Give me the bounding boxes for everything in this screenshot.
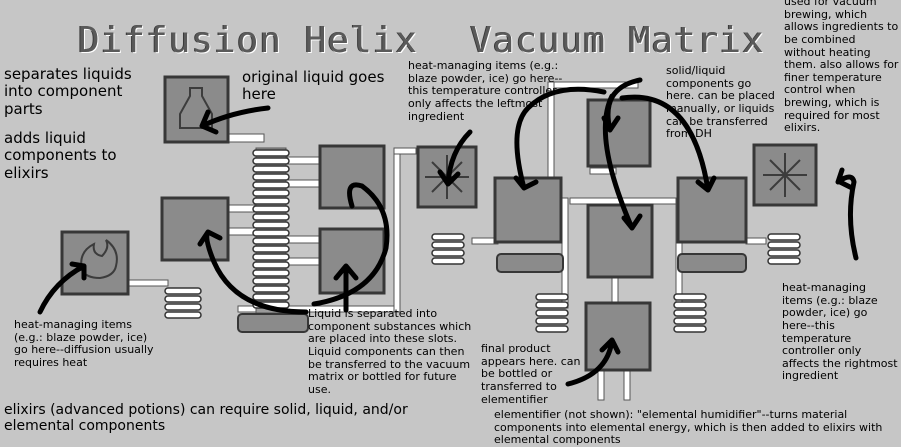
coil-ring	[535, 317, 569, 325]
diffusion-helix-pipes	[127, 133, 417, 313]
coil-ring	[535, 325, 569, 333]
coil-ring	[767, 257, 801, 265]
vm-left-bar	[496, 253, 564, 273]
coil-ring	[252, 149, 290, 157]
diffusion-helix-title: Diffusion Helix	[78, 20, 419, 61]
dh-catalyst-slot[interactable]	[160, 196, 230, 262]
annotation-arrows	[37, 77, 859, 387]
snowflake-icon	[763, 153, 807, 197]
coil-ring	[673, 317, 707, 325]
coil-ring	[252, 269, 290, 277]
coil-ring	[252, 245, 290, 253]
vm-description-note: used for vacuum brewing, which allows in…	[784, 0, 899, 135]
coil-ring	[252, 293, 290, 301]
elementifier-note: elementifier (not shown): "elemental hum…	[494, 408, 883, 447]
coil-ring	[252, 197, 290, 205]
coil-ring	[252, 261, 290, 269]
coil-ring	[252, 173, 290, 181]
arrow-vm-final	[565, 337, 621, 387]
flame-icon	[80, 239, 118, 280]
arrow-dh-heat	[37, 261, 87, 315]
coil-ring	[252, 189, 290, 197]
dh-small-coil-rings	[164, 287, 202, 319]
helix-coil-rings	[252, 149, 290, 309]
coil-ring	[164, 303, 202, 311]
coil-ring	[673, 293, 707, 301]
coil-ring	[673, 301, 707, 309]
helix-coil	[252, 147, 290, 314]
coil-ring	[252, 221, 290, 229]
coil-ring	[252, 237, 290, 245]
coil-ring	[673, 309, 707, 317]
dh-heat-note: heat-managing items (e.g.: blaze powder,…	[14, 318, 154, 369]
vm-right-bar	[677, 253, 747, 273]
dh-small-coil	[164, 287, 202, 319]
dh-description-2: adds liquid components to elixirs	[4, 129, 117, 182]
coil-ring	[252, 277, 290, 285]
coil-ring	[164, 295, 202, 303]
vacuum-matrix-title: Vacuum Matrix	[470, 20, 765, 61]
arrow-original-liquid	[199, 105, 271, 135]
coil-ring	[252, 253, 290, 261]
coil-ring	[535, 293, 569, 301]
coil-ring	[431, 233, 465, 241]
coil-ring	[767, 241, 801, 249]
dh-description-1: separates liquids into component parts	[4, 65, 132, 118]
vm-coils	[431, 233, 801, 333]
arrow-dh-separated	[197, 182, 390, 315]
vm-heat-left-note: heat-managing items (e.g.: blaze powder,…	[408, 59, 563, 123]
coil-ring	[431, 257, 465, 265]
coil-ring	[252, 181, 290, 189]
coil-ring	[252, 229, 290, 237]
vm-top-slot[interactable]	[586, 98, 652, 168]
arrow-vm-heat-right	[835, 167, 859, 261]
coil-ring	[767, 233, 801, 241]
arrow-vm-solid-liquid	[513, 77, 717, 231]
dh-input-slot[interactable]	[163, 75, 230, 144]
coil-ring	[431, 241, 465, 249]
coil-ring	[252, 285, 290, 293]
vm-heat-right-slot[interactable]	[752, 143, 818, 207]
arrow-vm-heat-left	[437, 129, 473, 187]
coil-ring	[252, 157, 290, 165]
coil-ring	[431, 249, 465, 257]
vm-solid-liquid-note: solid/liquid components go here. can be …	[666, 64, 775, 141]
dh-separated-note: Liquid is separated into component subst…	[308, 307, 472, 396]
coil-ring	[164, 287, 202, 295]
coil-ring	[164, 311, 202, 319]
dh-output-slot-2[interactable]	[318, 227, 386, 295]
coil-ring	[252, 213, 290, 221]
vm-final-product-note: final product appears here. can be bottl…	[481, 342, 581, 406]
coil-ring	[252, 205, 290, 213]
coil-ring	[535, 309, 569, 317]
elixirs-note: elixirs (advanced potions) can require s…	[4, 402, 408, 435]
vm-output-slot[interactable]	[584, 301, 652, 372]
vm-heat-right-note: heat-managing items (e.g.: blaze powder,…	[782, 281, 898, 383]
dh-progress-bar	[237, 313, 309, 333]
coil-ring	[535, 301, 569, 309]
coil-ring	[767, 249, 801, 257]
coil-ring	[252, 165, 290, 173]
dh-original-liquid-note: original liquid goes here	[242, 68, 385, 104]
coil-ring	[673, 325, 707, 333]
machine-diagram	[37, 75, 859, 401]
vm-right-slot[interactable]	[676, 176, 748, 244]
